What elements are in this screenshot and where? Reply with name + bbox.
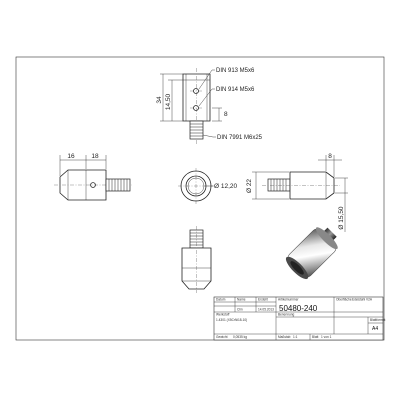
tb-header-name: Name [237,298,246,302]
dim-12-20: Ø 12,20 [214,183,238,190]
tb-date-value: 14.05.2013 [258,308,274,312]
tb-surface-label: Oberfläche [336,298,352,302]
callout-din914: DIN 914 M5x6 [216,87,255,93]
tb-weight-label: Gewicht [216,335,228,339]
tb-sheet-label: Blatt [312,335,318,339]
tb-format-label: Blattformat [370,318,386,322]
tb-reference-label: Artikelnummer [278,298,299,302]
end-view [178,168,214,204]
front-view [160,68,222,145]
left-side-view [54,155,132,201]
dim-34: 34 [156,96,163,104]
tb-material-value: 1.4301 (X5CrNi18-10) [216,318,247,322]
dim-8-top: 8 [224,111,228,118]
tb-scale-label: Maßstab [278,335,291,339]
dim-16: 16 [67,153,75,160]
dim-8-right: 8 [328,153,332,160]
tb-weight-value: 0,0535 kg [233,335,247,339]
title-block [213,296,384,341]
drawing-frame [15,56,385,341]
dim-15-50: Ø 15,50 [338,206,345,230]
tb-name-label: Benennung [278,313,295,317]
callout-din7991: DIN 7991 M6x25 [217,135,263,141]
right-side-view [252,155,348,232]
tb-format-value: A4 [372,326,378,332]
tb-header-drawn: Erstellt [258,298,268,302]
isometric-view [285,227,338,280]
tb-header-date: Datum [216,298,226,302]
tb-part-number: 50480-240 [279,304,318,313]
callout-din913: DIN 913 M5x6 [216,68,255,74]
tb-surface-value: Edelstahl V2A [352,298,373,302]
tb-scale-value: 1:1 [293,335,298,339]
dim-18: 18 [91,153,99,160]
bottom-view [181,226,212,293]
right-view-bolt [267,178,291,192]
dim-22: Ø 22 [246,179,253,193]
dim-14-50: 14,50 [165,93,172,110]
tb-sheet-value: 1 von 1 [321,335,332,339]
tb-name-value: Clm [237,308,243,312]
tb-material-label: Werkstoff [216,313,229,317]
